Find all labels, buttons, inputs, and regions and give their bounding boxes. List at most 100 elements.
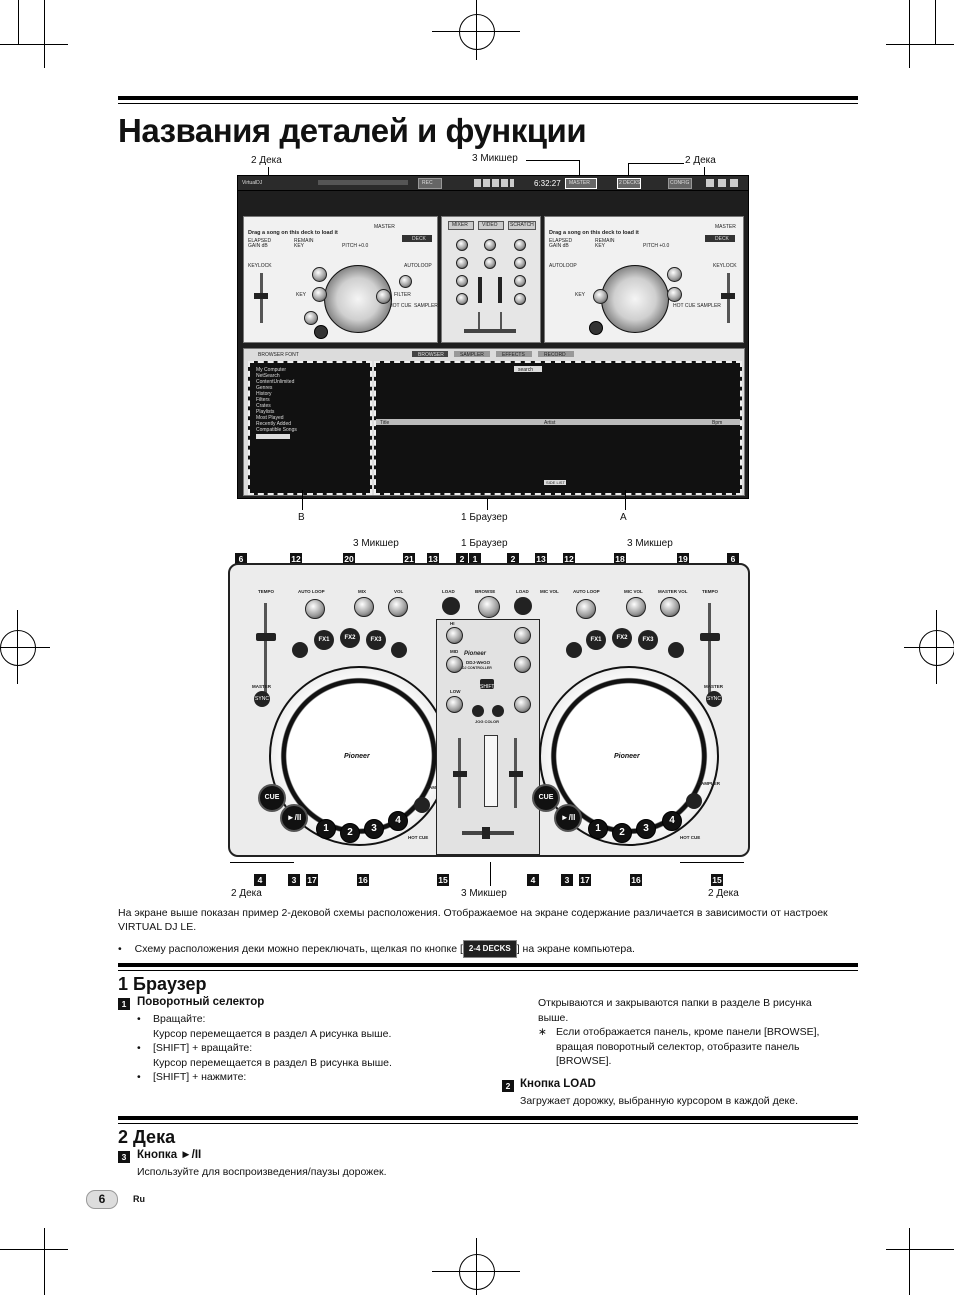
browser-panel: BROWSER FONT BROWSER SAMPLER EFFECTS REC… [243, 348, 745, 496]
tab-browser[interactable]: BROWSER [418, 352, 444, 358]
callout: 2 [507, 553, 519, 565]
pad-2-left[interactable]: 2 [340, 823, 360, 843]
pad-1-left[interactable]: 1 [316, 819, 336, 839]
folder-tree[interactable]: My Computer NetSearch ContentUnlimited G… [248, 361, 372, 495]
mic-mix-knob[interactable] [354, 597, 374, 617]
item2-number: 2 [502, 1080, 514, 1092]
item1-number: 1 [118, 998, 130, 1010]
tab-effects[interactable]: EFFECTS [502, 352, 525, 358]
callout: 15 [437, 874, 449, 886]
rotary-selector[interactable] [478, 596, 500, 618]
eq-low-right[interactable] [514, 696, 531, 713]
fx-b-button-right[interactable] [668, 642, 684, 658]
channel-fader-left[interactable] [453, 771, 467, 777]
cue-button-left[interactable]: CUE [258, 784, 286, 812]
headphone-vol-knob[interactable] [388, 597, 408, 617]
label-deck-right-bottom: 2 Дека [708, 888, 739, 899]
pad-2-right[interactable]: 2 [612, 823, 632, 843]
eq-mid-right[interactable] [514, 656, 531, 673]
cue-button-right[interactable]: CUE [532, 784, 560, 812]
item2-title: Кнопка LOAD [520, 1078, 596, 1090]
label-deck-right: 2 Дека [685, 155, 716, 166]
intro-paragraph: На экране выше показан пример 2-дековой … [118, 907, 828, 933]
pad-3-right[interactable]: 3 [636, 819, 656, 839]
auto-loop-knob-right[interactable] [576, 599, 596, 619]
sampler-mode-left[interactable] [414, 797, 430, 813]
eq-mid-left[interactable] [446, 656, 463, 673]
tempo-slider-right[interactable] [700, 633, 720, 641]
callout: 17 [579, 874, 591, 886]
callout: 12 [563, 553, 575, 565]
load-button-left[interactable] [442, 597, 460, 615]
label-deck-left-bottom: 2 Дека [231, 888, 262, 899]
label-mixer-bottom: 3 Микшер [461, 888, 507, 899]
callout: 15 [711, 874, 723, 886]
master-button[interactable]: MASTER [569, 180, 590, 186]
track-list[interactable]: search Title Artist Bpm SIDE LIST [374, 361, 742, 495]
sync-button-left[interactable]: SYNC [254, 691, 270, 707]
fx3-button-left[interactable]: FX3 [366, 630, 386, 650]
eq-low-left[interactable] [446, 696, 463, 713]
intro-bullet: • Схему расположения деки можно переключ… [118, 940, 858, 958]
jog-color-left[interactable] [472, 705, 484, 717]
two-four-decks-button[interactable]: 2-4 DECKS [462, 940, 517, 958]
language-code: Ru [133, 1194, 145, 1204]
fx1-button-right[interactable]: FX1 [586, 630, 606, 650]
play-pause-button-left[interactable]: ►/II [280, 804, 308, 832]
label-section-b: B [298, 512, 305, 523]
item1-note: ∗Если отображается панель, кроме панели … [538, 1026, 820, 1067]
eq-hi-left[interactable] [446, 627, 463, 644]
section1-heading: 1 Браузер [118, 974, 207, 994]
master-vol-knob[interactable] [660, 597, 680, 617]
callout: 17 [306, 874, 318, 886]
fx2-button-right[interactable]: FX2 [612, 628, 632, 648]
tab-record[interactable]: RECORD [544, 352, 566, 358]
title-rule-thin [118, 103, 858, 104]
callout: 6 [235, 553, 247, 565]
load-button-right[interactable] [514, 597, 532, 615]
sync-button-right[interactable]: SYNC [706, 691, 722, 707]
fx-b-button-left[interactable] [391, 642, 407, 658]
item2-text: Загружает дорожку, выбранную курсором в … [520, 1095, 799, 1107]
rec-button[interactable]: REC [422, 180, 433, 186]
shift-button[interactable]: SHIFT [480, 679, 494, 690]
callout: 1 [469, 553, 481, 565]
auto-loop-knob-left[interactable] [305, 599, 325, 619]
search-field[interactable]: search [518, 367, 534, 373]
tab-sampler[interactable]: SAMPLER [460, 352, 484, 358]
pad-4-right[interactable]: 4 [662, 811, 682, 831]
sampler-mode-right[interactable] [686, 793, 702, 809]
item1-bullets: •Вращайте: Курсор перемещается в раздел … [137, 1013, 392, 1083]
mic-vol-knob[interactable] [626, 597, 646, 617]
callout: 3 [288, 874, 300, 886]
fx2-button-left[interactable]: FX2 [340, 628, 360, 648]
label-browser: 1 Браузер [461, 512, 508, 523]
section2-rule [118, 1116, 858, 1120]
fx-a-button-right[interactable] [566, 642, 582, 658]
pad-3-left[interactable]: 3 [364, 819, 384, 839]
config-button[interactable]: CONFIG [670, 180, 690, 186]
page-title: Названия деталей и функции [118, 112, 587, 149]
pad-1-right[interactable]: 1 [588, 819, 608, 839]
label-deck-left: 2 Дека [251, 155, 282, 166]
jog-color-right[interactable] [492, 705, 504, 717]
fx3-button-right[interactable]: FX3 [638, 630, 658, 650]
channel-fader-right[interactable] [509, 771, 523, 777]
callout: 4 [254, 874, 266, 886]
eq-hi-right[interactable] [514, 627, 531, 644]
label-section-a: A [620, 512, 627, 523]
tempo-slider-left[interactable] [256, 633, 276, 641]
crossfader[interactable] [482, 827, 490, 839]
ddj-wego-controller: TEMPO AUTO LOOP MIX VOL FX1 FX2 FX3 MAST… [228, 563, 750, 857]
virtual-platter-right[interactable] [601, 265, 669, 333]
label-browser-top: 1 Браузер [461, 538, 508, 549]
callout: 19 [677, 553, 689, 565]
callout: 2 [456, 553, 468, 565]
fx1-button-left[interactable]: FX1 [314, 630, 334, 650]
pad-4-left[interactable]: 4 [388, 811, 408, 831]
fx-a-button-left[interactable] [292, 642, 308, 658]
play-pause-button-right[interactable]: ►/II [554, 804, 582, 832]
dj-software-screen: VirtualDJ REC 6:32:27 MASTER 2 DECKS CON… [237, 175, 749, 499]
two-decks-button[interactable]: 2 DECKS [619, 180, 641, 186]
label-mixer-left: 3 Микшер [353, 538, 399, 549]
